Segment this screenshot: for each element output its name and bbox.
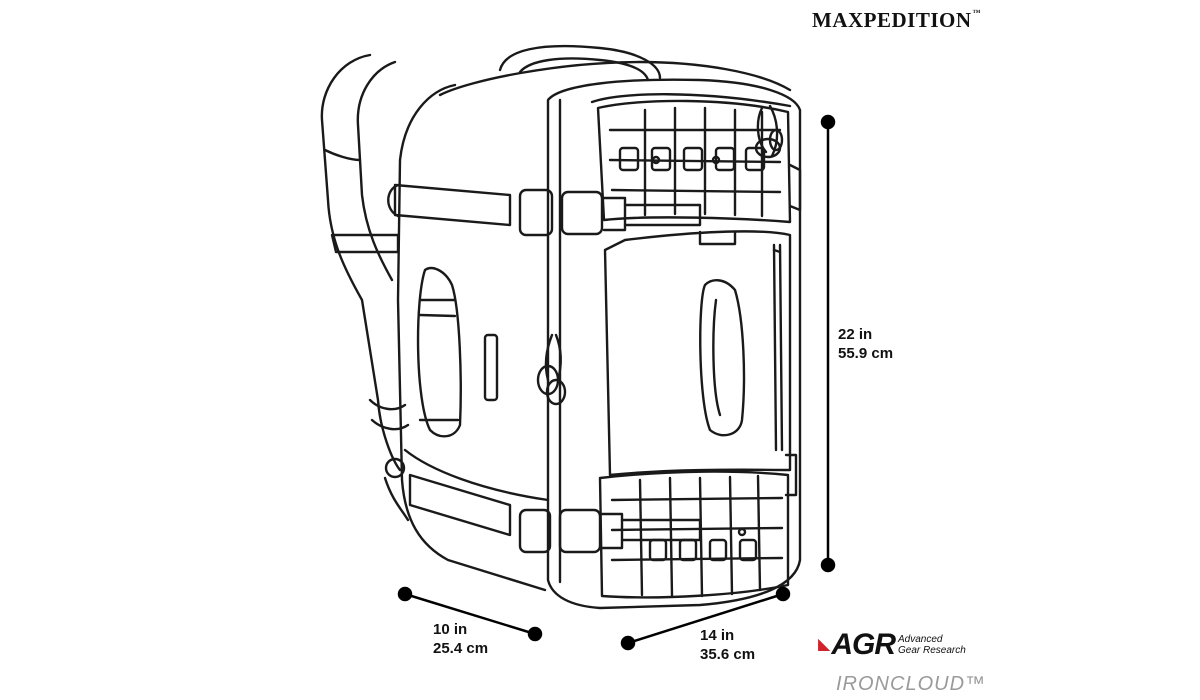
depth-dimension-line <box>397 586 543 642</box>
side-zipper-pulls <box>536 333 567 406</box>
product-name: IRONCLOUD™ <box>836 673 987 695</box>
front-face <box>546 78 802 610</box>
side-handle <box>416 266 499 438</box>
width-dimension-line <box>620 586 791 651</box>
upper-compression-strap <box>387 183 702 237</box>
top-zipper-pulls <box>754 104 784 159</box>
depth-dimension-label: 10 in 25.4 cm <box>433 621 489 657</box>
height-dimension-line <box>820 114 836 573</box>
width-dimension-label: 14 in 35.6 cm <box>700 627 756 663</box>
lower-molle-panel <box>598 470 790 599</box>
brand-logo: MAXPEDITION™ <box>812 8 982 32</box>
height-dimension-label: 22 in 55.9 cm <box>838 326 894 362</box>
top-handle <box>498 44 662 80</box>
shoulder-strap <box>320 53 410 522</box>
upper-molle-panel <box>596 99 792 224</box>
agr-series-logo: ◣ AGR Advanced Gear Research <box>818 628 966 661</box>
agr-chevron-icon: ◣ <box>818 636 831 653</box>
back-panel <box>396 83 547 592</box>
front-pocket <box>603 230 792 477</box>
